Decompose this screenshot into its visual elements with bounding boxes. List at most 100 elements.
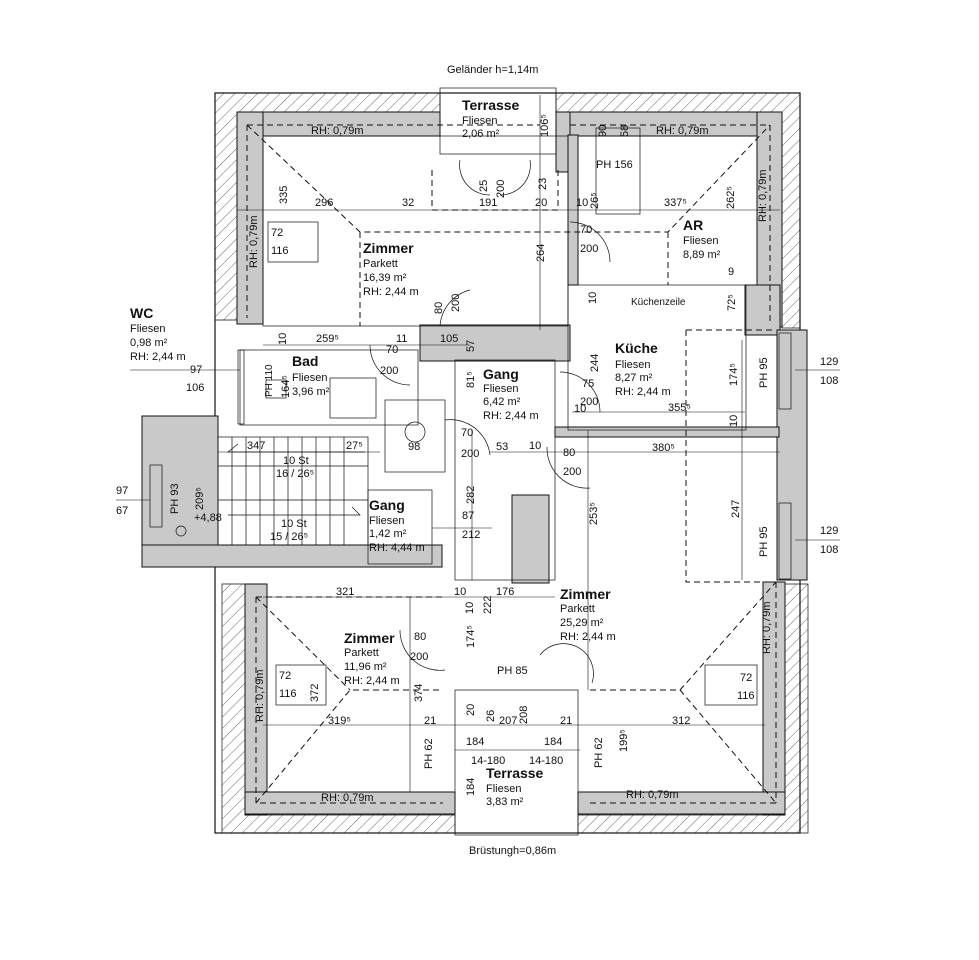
room-area-terrasse-bottom: 3,83 m² (486, 796, 524, 808)
dim-number: 321 (336, 586, 355, 598)
dim-number: 282 (465, 485, 477, 504)
room-name-zimmer-nw: Zimmer (363, 240, 414, 256)
window-east (778, 332, 792, 410)
partition (454, 359, 556, 581)
dim-number: 174⁵ (728, 363, 740, 386)
room-rh-zimmer-se: RH: 2,44 m (560, 631, 616, 643)
dim-number: 70 (386, 344, 399, 356)
dim-number: 176 (496, 586, 515, 598)
dim-number: 14-180 (471, 755, 506, 767)
toilet (404, 421, 426, 443)
roof-windows (267, 221, 758, 706)
dim-number: 200 (580, 243, 599, 255)
dim-number: 23 (537, 177, 549, 190)
dim-number: 21 (560, 715, 573, 727)
window-size: 72 (740, 672, 753, 684)
shower (329, 377, 377, 419)
door-swing (369, 344, 411, 386)
dim-number: 58 (619, 124, 631, 137)
dash-line (246, 124, 771, 233)
sink (265, 379, 287, 399)
stair-steps-lower: 10 St (281, 518, 307, 530)
room-rh-zimmer-sw: RH: 2,44 m (344, 675, 400, 687)
dim-number: 57 (465, 339, 477, 352)
terrace-top-outline (439, 87, 557, 155)
dim-number: 372 (309, 683, 321, 702)
door-swing (546, 446, 591, 489)
dim-number: 80 (433, 301, 445, 314)
dim-number: 70 (461, 427, 474, 439)
door-swing (569, 221, 611, 263)
dim-number: 80 (563, 447, 576, 459)
dim-number: 26⁵ (589, 192, 601, 209)
ph-label: PH 62 (423, 738, 435, 769)
room-floor-gang-low: Fliesen (369, 515, 405, 527)
room-floor-kueche: Fliesen (615, 359, 651, 371)
dim-number: 209⁵ (194, 487, 206, 510)
room-area-wc: 0,98 m² (130, 337, 168, 349)
dim-number: 207 (499, 715, 518, 727)
room-area-zimmer-sw: 11,96 m² (344, 661, 387, 673)
rh-label: RH: 0,79m (626, 789, 679, 801)
dim-number: 244 (589, 353, 601, 372)
room-name-terrasse-top: Terrasse (462, 97, 520, 113)
wall (554, 426, 780, 438)
window-wc (237, 349, 245, 425)
window-size: 129 (820, 356, 839, 368)
dim-number: 222 (482, 595, 494, 614)
dim-number: 247 (730, 499, 742, 518)
partition (367, 489, 433, 565)
window-size: 116 (279, 688, 297, 700)
window-west (149, 464, 163, 528)
wall (744, 284, 781, 336)
dim-number: 208 (518, 705, 530, 724)
dim-number: 262⁵ (725, 186, 737, 209)
dim-number: 21 (424, 715, 437, 727)
window-size: 97 (116, 485, 129, 497)
dim-number: 200 (450, 293, 462, 312)
dim-number: 319⁵ (328, 715, 351, 727)
dim-number: 337⁵ (664, 197, 687, 209)
window-size: 97 (190, 364, 203, 376)
dim-number: 164⁵ (280, 375, 292, 398)
room-area-gang-mid: 6,42 m² (483, 396, 521, 408)
dim-number: 87 (462, 510, 475, 522)
window-size: 129 (820, 525, 839, 537)
dim-number: 14-180 (529, 755, 564, 767)
dash-line (679, 581, 777, 691)
wall (776, 329, 808, 581)
dim-number: 10 (728, 414, 740, 427)
window-size: 108 (820, 375, 839, 387)
door-swing (559, 371, 601, 413)
room-name-ar: AR (683, 217, 704, 233)
room-rh-gang-mid: RH: 2,44 m (483, 410, 539, 422)
window-east (778, 502, 792, 580)
roof-window (704, 664, 758, 706)
dim-number: 347 (247, 440, 266, 452)
window-size: 72 (271, 227, 284, 239)
dim-number: 200 (461, 448, 480, 460)
partition (567, 284, 747, 431)
dim-number: 253⁵ (588, 502, 600, 525)
room-name-bad: Bad (292, 353, 319, 369)
rh-label: RH: 0,79m (761, 601, 773, 654)
dim-number: 20 (535, 197, 548, 209)
walls (141, 111, 808, 816)
dim-number: 259⁵ (316, 333, 339, 345)
terrace-bottom-outline (454, 689, 579, 836)
dim-number: 10 (277, 332, 289, 345)
room-name-zimmer-se: Zimmer (560, 586, 611, 602)
dim-number: 10 (576, 197, 589, 209)
wall (511, 494, 550, 584)
stair-arrow (228, 506, 361, 516)
door-swing (444, 419, 491, 456)
room-area-zimmer-nw: 16,39 m² (363, 272, 407, 284)
roof-window (275, 664, 327, 706)
room-floor-terrasse-bottom: Fliesen (486, 783, 522, 795)
dash-line (255, 596, 351, 691)
wall (141, 415, 219, 563)
level-label: +4,88 (194, 512, 222, 524)
dim-number: 335 (278, 185, 290, 204)
room-name-gang-low: Gang (369, 497, 405, 513)
dim-number: 81⁵ (465, 371, 477, 388)
